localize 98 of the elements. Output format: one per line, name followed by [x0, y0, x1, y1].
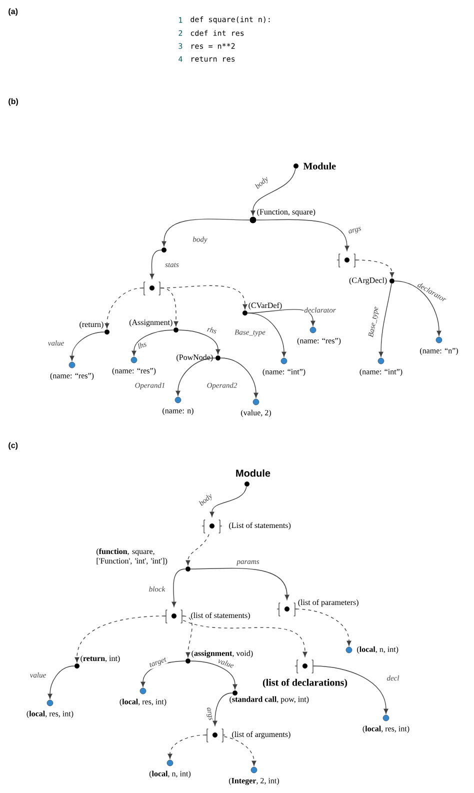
leaf-node: (local, res, int) [362, 714, 410, 733]
node-label: (local, n, int) [357, 646, 398, 654]
node-label: (Assignment) [129, 319, 172, 327]
list-node: (List of statements) [202, 520, 291, 534]
node-label: (name: “res”) [50, 372, 94, 380]
tree-node: (CArgDecl) [349, 277, 394, 285]
arrow [250, 168, 296, 216]
leaf-node: (name: “int”) [262, 358, 306, 376]
node-label: (Integer, 2, int) [229, 778, 279, 786]
node-label: (name: “res”) [297, 338, 341, 345]
node-label: (name: n) [162, 408, 194, 415]
leaf-node: (local, res, int) [26, 700, 74, 718]
node-label: (list of parameters) [298, 599, 358, 607]
arrow [132, 330, 174, 356]
dashed-arrow [104, 288, 144, 328]
node-label: (list of statements) [191, 612, 250, 620]
tree-node: (return, int) [74, 655, 120, 668]
list-node: (list of arguments) [204, 728, 290, 742]
arrow [247, 309, 316, 326]
arrow [256, 219, 350, 251]
tree-node: (return) [80, 321, 110, 334]
leaf-node: (name: n) [162, 396, 194, 415]
list-node: (list of statements) [164, 610, 250, 624]
node-label: Module [303, 162, 336, 170]
arrow [178, 330, 220, 354]
leaf-node: (local, n, int) [346, 646, 398, 654]
list-node [336, 254, 358, 268]
tree-node: (CVarDef) [242, 302, 282, 316]
node-label: (name: “int”) [360, 368, 402, 376]
node-label: (name: “n”) [420, 348, 458, 355]
list-node: (list of declarations) [262, 660, 348, 688]
list-node: (list of parameters) [276, 599, 358, 616]
node-label: (list of declarations) [262, 678, 348, 688]
arrow [190, 660, 238, 690]
panel-label: (a) [8, 8, 18, 16]
node-label: (List of statements) [229, 522, 291, 530]
arrow [70, 332, 105, 361]
tree-node: (Assignment) [129, 319, 178, 332]
arrow [48, 666, 75, 699]
dashed-arrow [224, 736, 256, 766]
arrow [220, 358, 258, 398]
tree-node: Module [294, 162, 336, 170]
leaf-node: (local, n, int) [149, 760, 191, 778]
leaf-node: (value, 2) [241, 398, 271, 417]
dashed-arrow [186, 534, 210, 566]
dashed-arrow [182, 620, 308, 657]
arrow [247, 312, 286, 357]
node-label: (list of arguments) [232, 731, 290, 739]
dashed-arrow [182, 616, 192, 658]
arrow [210, 486, 247, 517]
node-label: (local, n, int) [149, 770, 191, 778]
arrow [176, 358, 216, 396]
node-label: (assignment, void) [192, 650, 253, 658]
dashed-arrow [74, 616, 166, 662]
arrow [172, 568, 186, 607]
list-node [142, 282, 162, 296]
dashed-arrow [168, 734, 206, 759]
leaf-node: (name: “res”) [297, 326, 341, 345]
panel-label: (c) [8, 442, 18, 450]
node-label: (Function, square) [257, 208, 316, 216]
tree-node: (Function, square) [250, 208, 316, 224]
node-label: (PowNode) [176, 354, 213, 362]
node-label: (local, res, int) [120, 698, 166, 706]
node-label: (local, res, int) [362, 726, 410, 733]
leaf-node: (local, res, int) [120, 688, 166, 706]
leaf-node: (name: “res”) [50, 362, 94, 380]
dashed-arrow [160, 285, 248, 310]
arrow [140, 660, 186, 687]
node-label: (return) [80, 321, 104, 329]
node-label: (function, square, ['Function', 'int', 'int']) [96, 548, 168, 566]
arrow [378, 283, 392, 357]
leaf-node: (name: “res”) [112, 356, 156, 375]
tree-node: (function, square, ['Function', 'int', 'int']) [96, 548, 190, 572]
arrow [212, 692, 233, 726]
node-label: (name: “res”) [112, 368, 156, 375]
tree-node: (standard call, pow, int) [230, 690, 309, 704]
tree-node [162, 248, 166, 252]
node-label: (local, res, int) [26, 710, 74, 718]
tree-node: (PowNode) [176, 354, 220, 362]
node-label: (CVarDef) [248, 302, 282, 310]
arrow [162, 218, 250, 246]
dashed-arrow [356, 260, 394, 278]
node-label: (CArgDecl) [349, 277, 387, 285]
node-label: (standard call, pow, int) [230, 696, 309, 704]
panel-label: (b) [8, 98, 18, 106]
arrow [190, 568, 290, 600]
arrow [394, 280, 442, 336]
arrow [314, 666, 388, 714]
leaf-node: (Integer, 2, int) [229, 766, 279, 786]
leaf-node: (name: “int”) [360, 358, 402, 376]
node-label: (value, 2) [241, 410, 271, 417]
node-label: Module [236, 469, 270, 477]
arrow [150, 250, 162, 279]
tree-node: Module [236, 469, 270, 486]
dashed-arrow [296, 608, 352, 646]
leaf-node: (name: “n”) [420, 336, 458, 355]
node-label: (name: “int”) [262, 368, 306, 376]
node-label: (return, int) [80, 655, 120, 663]
